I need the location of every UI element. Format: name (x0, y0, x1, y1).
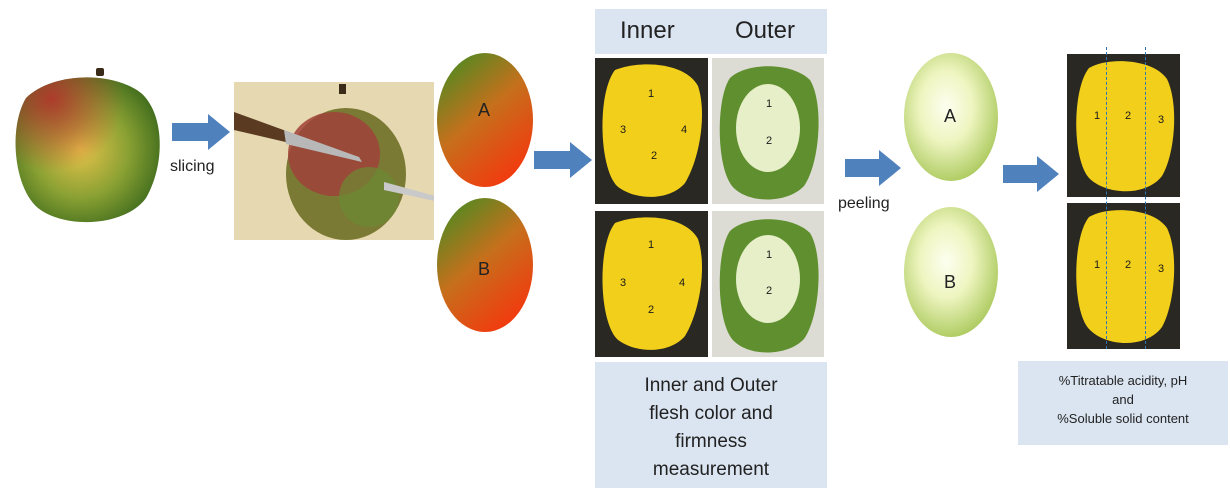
half-a-label: A (478, 100, 491, 120)
cut-line (1145, 47, 1146, 349)
point-label: 2 (648, 304, 655, 316)
mango-half-a: A (436, 52, 534, 188)
cut-line (1106, 47, 1107, 349)
inner-header: Inner (620, 17, 675, 44)
point-label: 1 (766, 98, 773, 110)
point-label: 3 (1158, 114, 1165, 126)
peeled-flesh-photo-a: 1 2 3 (1067, 54, 1180, 197)
point-label: 1 (1094, 259, 1101, 271)
point-label: 1 (766, 249, 773, 261)
caption-line: %Titratable acidity, pH (1058, 373, 1188, 388)
peeled-a-label: A (944, 106, 957, 126)
inner-flesh-photo-b: 1 3 4 2 (595, 211, 708, 357)
arrow-right-icon (1003, 156, 1059, 192)
point-label: 2 (766, 135, 773, 147)
point-label: 2 (766, 285, 773, 297)
inner-flesh-photo-a: 1 3 4 2 (595, 58, 708, 204)
point-label: 3 (1158, 263, 1165, 275)
whole-mango-image (15, 68, 160, 223)
point-label: 1 (1094, 110, 1101, 122)
outer-flesh-photo-a: 1 2 (712, 58, 824, 204)
acidity-caption: %Titratable acidity, pH and %Soluble sol… (1018, 361, 1228, 445)
measurement-caption: Inner and Outer flesh color and firmness… (595, 362, 827, 488)
caption-line: and (1112, 392, 1134, 407)
outer-header: Outer (735, 17, 796, 44)
point-label: 2 (651, 150, 658, 162)
caption-line: measurement (652, 459, 770, 480)
point-label: 1 (648, 88, 655, 100)
point-label: 3 (620, 277, 627, 289)
mango-half-b: B (436, 197, 534, 333)
peeled-flesh-photo-b: 1 2 3 (1067, 203, 1180, 349)
point-label: 4 (679, 277, 686, 289)
caption-line: flesh color and (649, 403, 773, 424)
point-label: 4 (681, 124, 688, 136)
inner-outer-header: Inner Outer (595, 9, 827, 54)
caption-line: %Soluble solid content (1057, 411, 1189, 426)
slicing-label: slicing (170, 158, 215, 175)
peeled-half-a: A (903, 52, 999, 182)
point-label: 2 (1125, 259, 1132, 271)
arrow-right-icon (845, 150, 901, 186)
peeling-label: peeling (838, 195, 890, 212)
point-label: 3 (620, 124, 627, 136)
point-label: 2 (1125, 110, 1132, 122)
arrow-right-icon (534, 142, 592, 178)
peeled-half-b: B (903, 206, 999, 338)
caption-line: firmness (675, 431, 747, 452)
half-b-label: B (478, 259, 491, 279)
caption-line: Inner and Outer (644, 375, 778, 396)
outer-flesh-photo-b: 1 2 (712, 211, 824, 357)
slicing-photo (234, 82, 434, 240)
peeled-b-label: B (944, 272, 957, 292)
point-label: 1 (648, 239, 655, 251)
arrow-right-icon (172, 114, 230, 150)
